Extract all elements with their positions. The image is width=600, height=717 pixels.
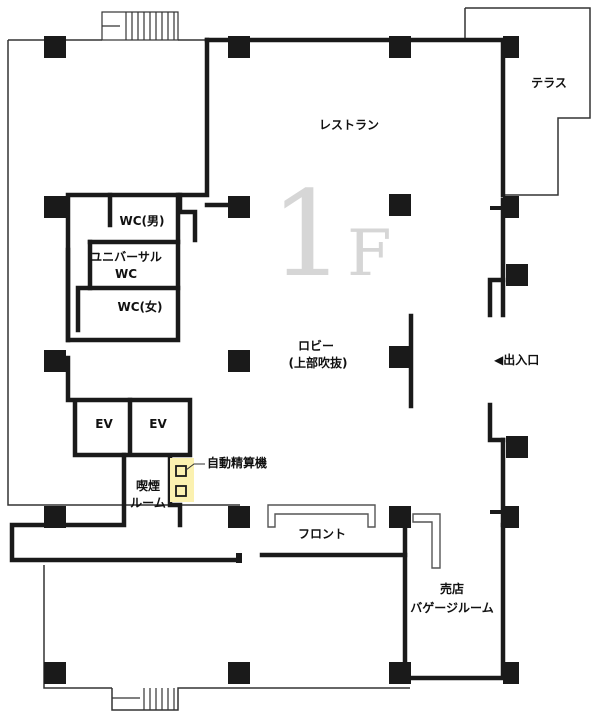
label-payment-machine: 自動精算機 <box>207 456 268 470</box>
columns <box>44 36 528 684</box>
stairs-top <box>101 11 179 41</box>
label-smoking-line2: ルーム <box>130 496 166 510</box>
label-universal-wc-line2: WC <box>114 267 138 281</box>
wall-stubs <box>236 206 506 563</box>
label-wc-men: WC(男) <box>119 214 165 228</box>
shop-counter <box>412 513 441 569</box>
label-ev-right: EV <box>149 417 167 431</box>
stairs-bottom <box>112 688 175 710</box>
thin-walls <box>7 7 591 711</box>
payment-machine-area <box>170 458 205 502</box>
label-universal-wc-line1: ユニバーサル <box>90 250 162 264</box>
label-shop-line1: 売店 <box>439 582 465 596</box>
label-smoking-line1: 喫煙 <box>135 479 161 493</box>
floor-letter: F <box>347 217 392 291</box>
front-desk-counter <box>267 504 376 528</box>
label-restaurant: レストラン <box>318 118 380 132</box>
label-lobby-line1: ロビー <box>297 339 335 353</box>
label-ev-left: EV <box>95 417 113 431</box>
label-exit: ◀出入口 <box>494 353 540 367</box>
thick-walls <box>9 37 506 681</box>
label-shop-line2: バゲージルーム <box>410 601 494 615</box>
label-front-desk: フロント <box>297 527 347 541</box>
floor-number-mark: 1F <box>270 175 391 293</box>
floor-number: 1 <box>270 165 346 303</box>
label-wc-women: WC(女) <box>117 300 163 314</box>
label-lobby-line2: (上部吹抜) <box>288 356 348 370</box>
label-terrace: テラス <box>531 76 567 90</box>
